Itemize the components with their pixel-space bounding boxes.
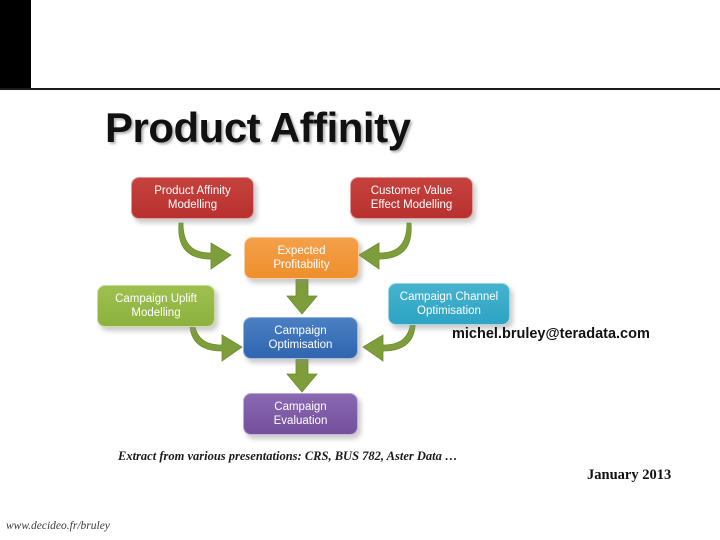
arrow-expected-profitability-to-campaign-optimisation	[285, 276, 319, 315]
node-label-line2: Effect Modelling	[370, 199, 453, 211]
header-black-block	[0, 0, 31, 88]
diagram-node-product-affinity-modelling[interactable]: Product Affinity Modelling	[131, 177, 254, 219]
node-label-line1: Product Affinity	[154, 184, 231, 197]
diagram-node-customer-value-effect-modelling[interactable]: Customer Value Effect Modelling	[350, 177, 473, 219]
arrow-campaign-channel-to-campaign-optimisation	[357, 316, 417, 365]
site-url-footer: www.decideo.fr/bruley	[6, 520, 110, 532]
page-title: Product Affinity	[105, 104, 411, 151]
node-label-line2: Modelling	[167, 199, 218, 211]
process-flow-diagram: Product Affinity Modelling Customer Valu…	[85, 165, 545, 440]
node-label-line1: Campaign	[274, 400, 327, 413]
diagram-node-expected-profitability[interactable]: Expected Profitability	[244, 237, 359, 279]
node-label-line1: Expected	[277, 244, 326, 257]
node-label-line1: Campaign	[274, 324, 327, 337]
arrow-campaign-uplift-to-campaign-optimisation	[188, 316, 248, 365]
presentation-date: January 2013	[587, 467, 672, 483]
diagram-node-campaign-evaluation[interactable]: Campaign Evaluation	[243, 393, 358, 435]
node-label-line1: Campaign Channel	[399, 290, 499, 303]
header-divider-line	[0, 88, 720, 90]
node-label-line1: Customer Value	[370, 184, 453, 197]
diagram-node-campaign-uplift-modelling[interactable]: Campaign Uplift Modelling	[97, 285, 215, 327]
node-label-line2: Profitability	[273, 259, 330, 271]
node-label-line1: Campaign Uplift	[115, 292, 197, 305]
slide-header-band	[0, 0, 720, 90]
node-label-line2: Optimisation	[417, 305, 481, 317]
diagram-node-campaign-optimisation[interactable]: Campaign Optimisation	[243, 317, 358, 359]
diagram-node-campaign-channel-optimisation[interactable]: Campaign Channel Optimisation	[388, 283, 510, 325]
node-label-line2: Optimisation	[268, 339, 333, 351]
node-label-line2: Evaluation	[273, 415, 328, 427]
arrow-product-affinity-to-expected-profitability	[177, 221, 237, 273]
contact-email: michel.bruley@teradata.com	[452, 326, 650, 342]
arrow-customer-value-to-expected-profitability	[353, 221, 413, 273]
node-label-line2: Modelling	[131, 307, 181, 319]
source-extract-note: Extract from various presentations: CRS,…	[118, 449, 458, 463]
arrow-campaign-optimisation-to-campaign-evaluation	[285, 354, 319, 393]
